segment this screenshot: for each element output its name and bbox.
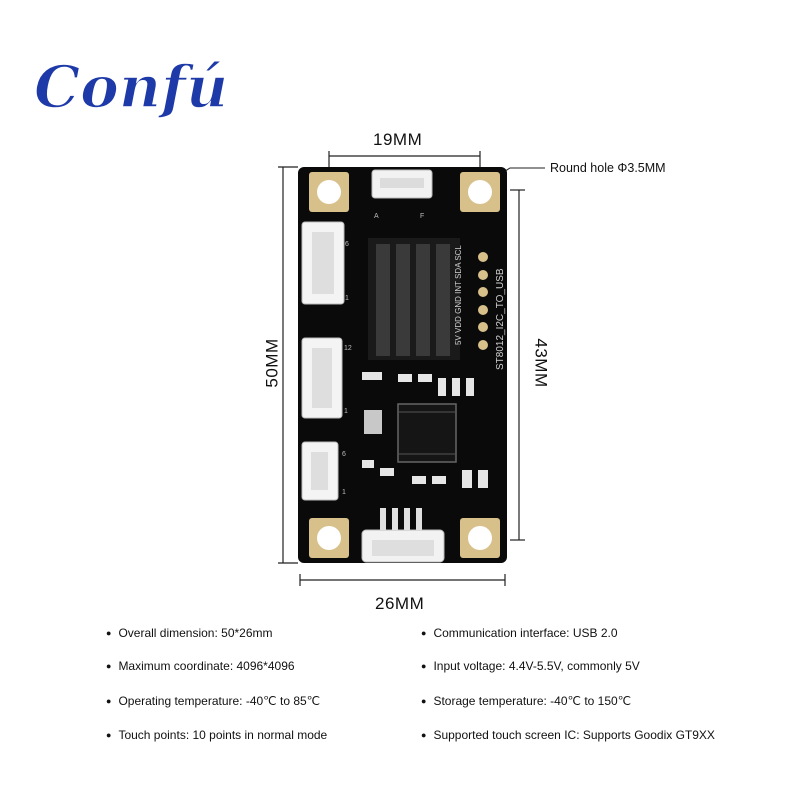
bottom-usb-connector: [361, 508, 445, 563]
bullet-icon: ●: [106, 628, 112, 638]
smd-components: [362, 372, 488, 488]
connector2-pin-low: 1: [344, 408, 348, 415]
crystal-component: [364, 410, 382, 434]
bullet-icon: ●: [106, 730, 112, 740]
spec-item: ●Operating temperature: -40℃ to 85℃: [106, 694, 321, 708]
brand-logo: Confú: [33, 52, 229, 122]
spec-item: ●Supported touch screen IC: Supports Goo…: [421, 728, 715, 742]
right-dimension-line: [510, 189, 525, 541]
top-connector: [371, 169, 433, 199]
hole-annotation: Round hole Φ3.5MM: [550, 161, 666, 175]
top-connector-mark-f: F: [420, 213, 424, 220]
silkscreen-pin-labels: 5V VDD GND INT SDA SCL: [454, 245, 463, 345]
spec-item: ●Input voltage: 4.4V-5.5V, commonly 5V: [421, 659, 640, 673]
top-connector-mark-a: A: [374, 213, 379, 220]
left-dimension-label: 50MM: [262, 338, 282, 388]
bullet-icon: ●: [421, 730, 427, 740]
connector2-pin-high: 12: [344, 345, 352, 352]
bullet-icon: ●: [421, 661, 427, 671]
right-dimension-label: 43MM: [531, 338, 551, 388]
svg-text:Confú: Confú: [34, 53, 228, 121]
top-dimension-label: 19MM: [373, 130, 423, 149]
connector3-pin-high: 6: [342, 451, 346, 458]
bottom-dimension-label: 26MM: [375, 594, 425, 613]
connector3-pin-low: 1: [342, 489, 346, 496]
bullet-icon: ●: [421, 696, 427, 706]
test-pads: [478, 252, 488, 350]
bullet-icon: ●: [421, 628, 427, 638]
top-dimension-line: [328, 151, 481, 170]
left-dimension-line: [278, 166, 298, 564]
bullet-icon: ●: [106, 661, 112, 671]
spec-item: ●Communication interface: USB 2.0: [421, 626, 618, 640]
spec-item: ●Storage temperature: -40℃ to 150℃: [421, 694, 632, 708]
silkscreen-board-name: ST8012_I2C_TO_USB: [495, 268, 506, 370]
bullet-icon: ●: [106, 696, 112, 706]
mounting-pads: [309, 172, 500, 558]
connector1-pin-low: 1: [345, 295, 349, 302]
bottom-dimension-line: [299, 574, 506, 586]
pin-header-block: [368, 238, 460, 360]
connector1-pin-high: 6: [345, 241, 349, 248]
main-chip: [397, 403, 457, 463]
spec-item: ●Maximum coordinate: 4096*4096: [106, 659, 295, 673]
spec-item: ●Touch points: 10 points in normal mode: [106, 728, 328, 742]
spec-item: ●Overall dimension: 50*26mm: [106, 626, 273, 640]
